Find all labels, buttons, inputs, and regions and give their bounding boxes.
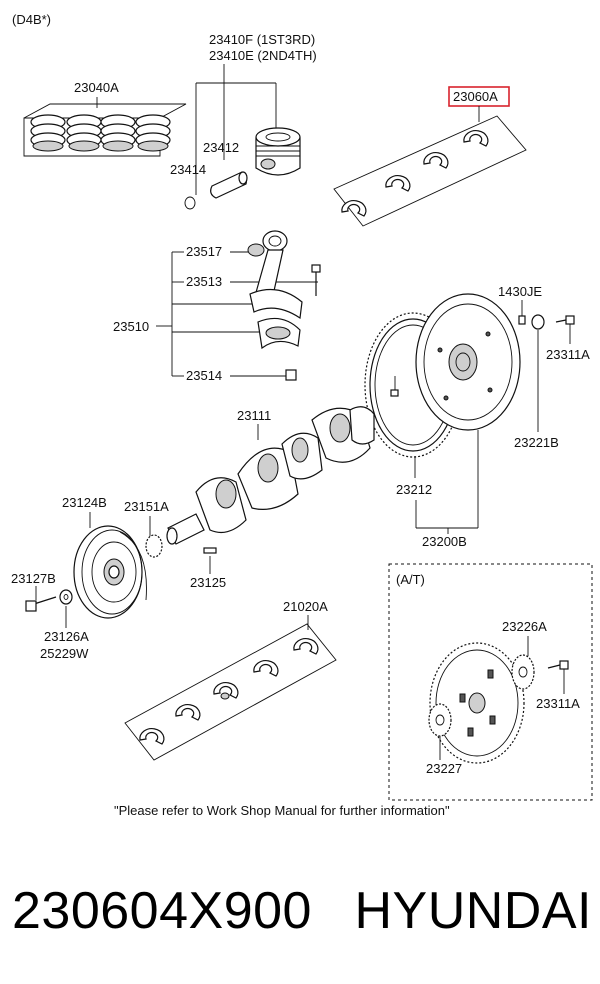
label-23221b: 23221B xyxy=(514,435,559,450)
label-23227: 23227 xyxy=(426,761,462,776)
piston-rings-23040a: 23040A xyxy=(23,80,187,157)
bearing-set-21020a: 21020A xyxy=(124,599,337,761)
label-23410e: 23410E (2ND4TH) xyxy=(209,48,317,63)
label-23517: 23517 xyxy=(186,244,222,259)
at-dashed-box xyxy=(388,563,593,801)
label-23226a: 23226A xyxy=(502,619,547,634)
footer: 230604X900 HYUNDAI xyxy=(12,876,592,946)
label-23060a: 23060A xyxy=(453,89,498,104)
label-21020a: 21020A xyxy=(283,599,328,614)
label-23513: 23513 xyxy=(186,274,222,289)
label-25229w: 25229W xyxy=(40,646,89,661)
label-23311a-at: 23311A xyxy=(536,696,580,711)
at-drive-plate-section: (A/T) 23226A 23311A 23227 xyxy=(388,563,593,801)
workshop-note: "Please refer to Work Shop Manual for fu… xyxy=(114,803,450,818)
label-23151a: 23151A xyxy=(124,499,169,514)
label-23510: 23510 xyxy=(113,319,149,334)
label-1430je: 1430JE xyxy=(498,284,542,299)
label-23125: 23125 xyxy=(190,575,226,590)
part-number: 230604X900 xyxy=(12,882,312,940)
label-23311a-top: 23311A xyxy=(546,347,590,362)
label-23040a: 23040A xyxy=(74,80,119,95)
bearing-set-23060a: 23060A xyxy=(333,86,527,227)
piston-assembly: 23410F (1ST3RD) 23410E (2ND4TH) 23412 23… xyxy=(170,32,317,210)
engine-code-label: (D4B*) xyxy=(12,12,51,27)
label-23126a: 23126A xyxy=(44,629,89,644)
label-at-title: (A/T) xyxy=(396,572,425,587)
flywheel-assembly: 1430JE 23311A 23222 23221B 23212 23200B xyxy=(364,284,590,549)
damper-pulley-assembly: 23124B 23151A 23127B 23125 23126A 25229W xyxy=(11,495,226,661)
label-23414: 23414 xyxy=(170,162,206,177)
label-23200b: 23200B xyxy=(422,534,467,549)
label-23412: 23412 xyxy=(203,140,239,155)
label-23514: 23514 xyxy=(186,368,222,383)
connecting-rod-assembly: 23517 23513 23510 23514 xyxy=(113,230,321,383)
label-23127b: 23127B xyxy=(11,571,56,586)
label-23212: 23212 xyxy=(396,482,432,497)
label-23124b: 23124B xyxy=(62,495,107,510)
brand-name: HYUNDAI xyxy=(354,882,592,940)
label-23410f: 23410F (1ST3RD) xyxy=(209,32,315,47)
label-23111: 23111 xyxy=(237,408,271,423)
crankshaft-23111: 23111 xyxy=(166,406,375,545)
